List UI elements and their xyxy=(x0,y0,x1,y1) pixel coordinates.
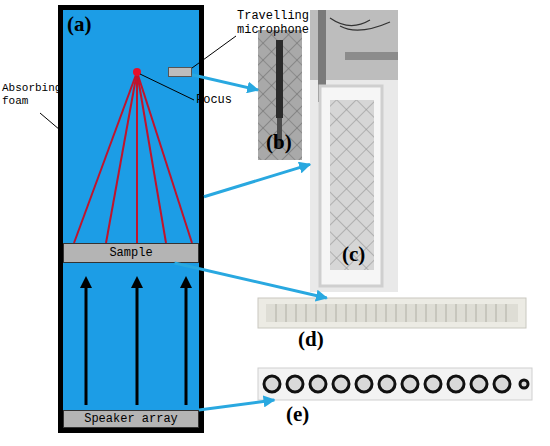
panel-tag: (c) xyxy=(342,242,382,266)
speaker-label: Speaker array xyxy=(84,412,178,426)
callout-arrow xyxy=(199,400,274,410)
panel-tag: (e) xyxy=(286,402,326,426)
foam-leader xyxy=(40,113,60,130)
mic-leader xyxy=(192,36,236,68)
setup-photo xyxy=(310,10,398,292)
photo-e: (e) xyxy=(258,368,532,400)
callout-arrow xyxy=(175,263,327,298)
photo-d: (d) xyxy=(258,298,526,328)
sample-label: Sample xyxy=(109,246,152,260)
photo-c: (c) xyxy=(310,10,398,292)
foam-label: Absorbing foam xyxy=(2,82,66,107)
panel-tag: (a) xyxy=(67,12,117,36)
sample-photo xyxy=(258,298,526,328)
focus-rays xyxy=(74,72,192,243)
focus-label: Focus xyxy=(196,94,256,108)
speaker-photo xyxy=(258,368,532,400)
callout-arrow xyxy=(204,164,310,196)
chamber-box: (a) Travelling microphoneSampleSpeaker ar… xyxy=(58,5,204,433)
wave-arrows xyxy=(86,282,186,405)
speaker-box: Speaker array xyxy=(63,410,199,428)
photo-b: (b) xyxy=(258,30,302,160)
sample-box: Sample xyxy=(63,243,199,263)
panel-tag: (d) xyxy=(298,327,338,351)
panel-tag: (b) xyxy=(266,130,302,154)
microphone-photo xyxy=(258,30,302,160)
callout-arrow xyxy=(192,75,258,90)
chamber-fill xyxy=(58,5,204,433)
focus-leader xyxy=(140,74,194,100)
microphone-box: Travelling microphone xyxy=(168,67,192,77)
focus-point xyxy=(133,68,141,76)
microphone-label: Travelling microphone xyxy=(237,10,323,38)
